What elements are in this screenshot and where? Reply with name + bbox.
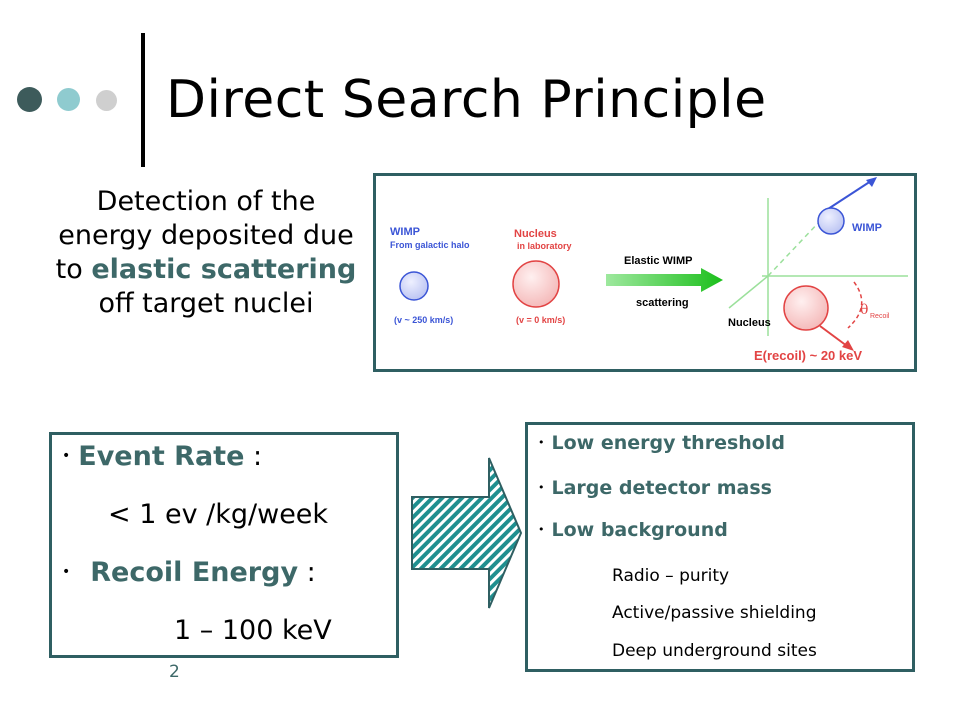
intro-text-part1: Detection of the energy deposited due to (55, 186, 354, 285)
decor-dot-teal (57, 88, 80, 111)
process-label-line1: Elastic WIMP (624, 255, 692, 267)
theta-subscript: Recoil (870, 313, 890, 320)
bullet-icon: • (538, 481, 545, 494)
page-number: 2 (169, 662, 180, 682)
requirement-label: Large detector mass (551, 477, 772, 499)
event-rate-box: • Event Rate : < 1 ev /kg/week • Recoil En… (49, 432, 399, 658)
recoil-energy-label-text: Recoil Energy (90, 557, 299, 588)
nucleus-location-label: in laboratory (517, 241, 572, 251)
process-arrow (606, 268, 723, 292)
bullet-icon: • (538, 523, 545, 536)
bullet-icon: • (62, 564, 71, 580)
requirement-item: • Low energy threshold (538, 432, 785, 454)
nucleus-label: Nucleus (514, 228, 557, 240)
requirements-box: • Low energy threshold • Large detector ma… (525, 422, 915, 672)
event-rate-value: < 1 ev /kg/week (108, 499, 329, 530)
intro-emphasis: elastic scattering (91, 254, 357, 285)
requirement-label: Low energy threshold (551, 432, 785, 454)
background-sub-item: Deep underground sites (612, 641, 817, 661)
wimp-source-label: From galactic halo (390, 240, 470, 250)
recoil-nucleus-label: Nucleus (728, 317, 771, 329)
nucleus-particle (512, 260, 560, 308)
event-rate-separator: : (244, 441, 263, 472)
title-divider (141, 33, 145, 167)
background-sub-item: Radio – purity (612, 566, 730, 586)
intro-text: Detection of the energy deposited due to… (52, 185, 360, 321)
bullet-icon: • (62, 448, 71, 464)
slide-title: Direct Search Principle (166, 70, 767, 130)
requirement-label: Low background (551, 519, 728, 541)
bullet-icon: • (538, 436, 545, 449)
wimp-label: WIMP (390, 226, 420, 238)
scattering-diagram: WIMP From galactic halo (v ~ 250 km/s) N… (373, 173, 917, 372)
incoming-track (728, 275, 769, 309)
wimp-out-track (827, 180, 872, 210)
process-label-line2: scattering (636, 297, 689, 309)
event-rate-row: • Event Rate : (62, 441, 262, 472)
recoil-energy-label: E(recoil) ~ 20 keV (754, 348, 862, 363)
decor-dot-grey (96, 90, 117, 111)
requirement-item: • Low background (538, 519, 728, 541)
background-sub-item: Active/passive shielding (612, 603, 817, 623)
decor-dot-dark (17, 87, 42, 112)
wimp-speed-label: (v ~ 250 km/s) (394, 315, 453, 325)
requirement-item: • Large detector mass (538, 477, 772, 499)
event-rate-label: Event Rate (78, 441, 245, 472)
nucleus-out-track (819, 325, 848, 347)
recoil-energy-value: 1 – 100 keV (174, 615, 332, 646)
nucleus-speed-label: (v = 0 km/s) (516, 315, 565, 325)
scattered-wimp-particle (817, 207, 845, 235)
intro-text-part2: off target nuclei (98, 288, 314, 319)
nucleus-out-arrowhead (842, 340, 854, 351)
arrow-right-icon (411, 457, 523, 609)
scattered-wimp-label: WIMP (852, 222, 882, 234)
guide-dashed-wimp (767, 219, 822, 277)
theta-symbol: θ (860, 302, 868, 318)
wimp-particle (399, 271, 429, 301)
recoil-nucleus-particle (783, 285, 829, 331)
recoil-energy-separator: : (298, 557, 316, 588)
recoil-energy-row: • Recoil Energy : (62, 557, 316, 588)
wimp-out-arrowhead (866, 177, 877, 187)
